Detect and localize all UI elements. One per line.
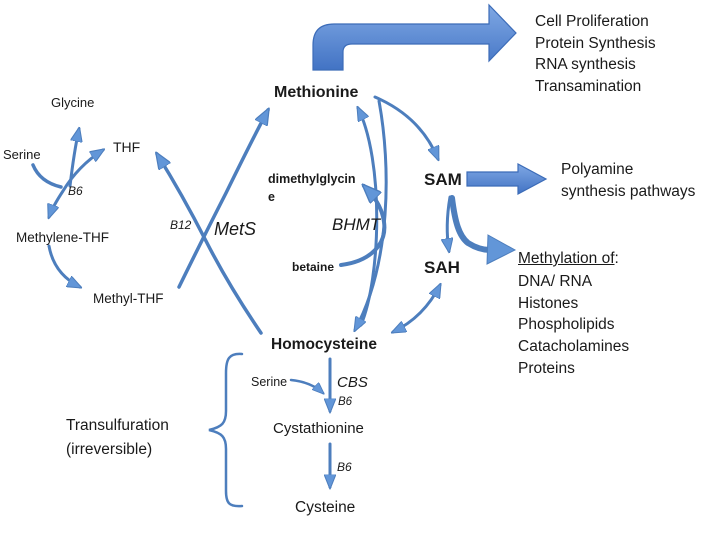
output-rna-synthesis: RNA synthesis: [535, 56, 636, 74]
arrow-sam-to-methylation: [449, 195, 493, 253]
enzyme-bhmt: BHMT: [332, 215, 381, 234]
folate-cycle-arc-thf-methylenethf: [49, 150, 103, 217]
arrow-homocysteine-to-thf: [157, 154, 263, 335]
output-cell-proliferation: Cell Proliferation: [535, 13, 649, 30]
output-protein-synthesis: Protein Synthesis: [535, 34, 656, 52]
arrow-sah-homocysteine-double: [393, 285, 440, 332]
node-cystathionine: Cystathionine: [273, 420, 364, 437]
arrow-sam-to-methylation-head: [486, 234, 517, 265]
node-thf: THF: [113, 139, 141, 155]
node-serine-lower: Serine: [251, 375, 288, 389]
node-methionine: Methionine: [274, 84, 359, 101]
methylation-title: Methylation of:: [518, 250, 619, 268]
methylation-title-text: Methylation of: [518, 250, 615, 267]
cofactor-b6-folate: B6: [68, 184, 83, 198]
cofactor-b6-cbs: B6: [338, 396, 353, 408]
proliferation-output-list: Cell Proliferation Protein Synthesis RNA…: [535, 11, 656, 98]
node-dimethylglycine-line1: dimethylglycin: [268, 172, 356, 186]
node-homocysteine: Homocysteine: [271, 336, 377, 353]
arrow-betaine-to-dimethylglycine: [339, 186, 387, 267]
cofactor-b6-lower: B6: [337, 460, 352, 474]
methylation-title-colon: :: [614, 250, 619, 267]
arrow-methylenethf-to-methylthf: [47, 244, 80, 287]
node-glycine: Glycine: [51, 95, 95, 110]
cofactor-b12: B12: [170, 218, 192, 232]
polyamine-line2: synthesis pathways: [561, 182, 696, 200]
arrow-serine-into-cycle: [31, 163, 63, 189]
transsulfuration-label-line1: Transulfuration: [66, 417, 169, 434]
methylation-target-list: DNA/ RNA Histones Phospholipids Catachol…: [518, 271, 629, 380]
node-betaine: betaine: [292, 260, 335, 274]
methylation-catacholamines: Catacholamines: [518, 338, 630, 356]
node-cysteine: Cysteine: [295, 499, 356, 516]
node-sah: SAH: [424, 258, 460, 277]
arrow-methylthf-to-methionine-mets: [177, 110, 268, 289]
block-arrow-methionine-outputs: [312, 3, 517, 71]
block-arrow-sam-polyamine: [466, 162, 548, 196]
enzyme-cbs: CBS: [337, 374, 368, 391]
node-methyl-thf: Methyl-THF: [93, 291, 164, 306]
node-methylene-thf: Methylene-THF: [16, 230, 110, 245]
output-transamination: Transamination: [535, 78, 642, 96]
methylation-phospholipids: Phospholipids: [518, 316, 615, 334]
polyamine-line1: Polyamine: [561, 161, 634, 178]
node-serine-top: Serine: [3, 147, 41, 162]
arrow-sam-to-sah: [447, 195, 450, 251]
methylation-dna-rna: DNA/ RNA: [518, 273, 593, 290]
transsulfuration-brace: [208, 352, 244, 508]
methylation-proteins: Proteins: [518, 359, 575, 377]
arrow-serine-to-cbs: [289, 378, 323, 393]
methylation-histones: Histones: [518, 294, 579, 312]
arrow-methionine-to-homocysteine: [355, 99, 388, 330]
polyamine-output: Polyamine synthesis pathways: [561, 159, 695, 202]
arrow-methionine-to-sam: [373, 95, 440, 159]
node-dimethylglycine-line2: e: [268, 190, 275, 204]
transsulfuration-label-line2: (irreversible): [66, 441, 153, 458]
enzyme-mets: MetS: [214, 219, 257, 239]
node-sam: SAM: [424, 170, 462, 189]
